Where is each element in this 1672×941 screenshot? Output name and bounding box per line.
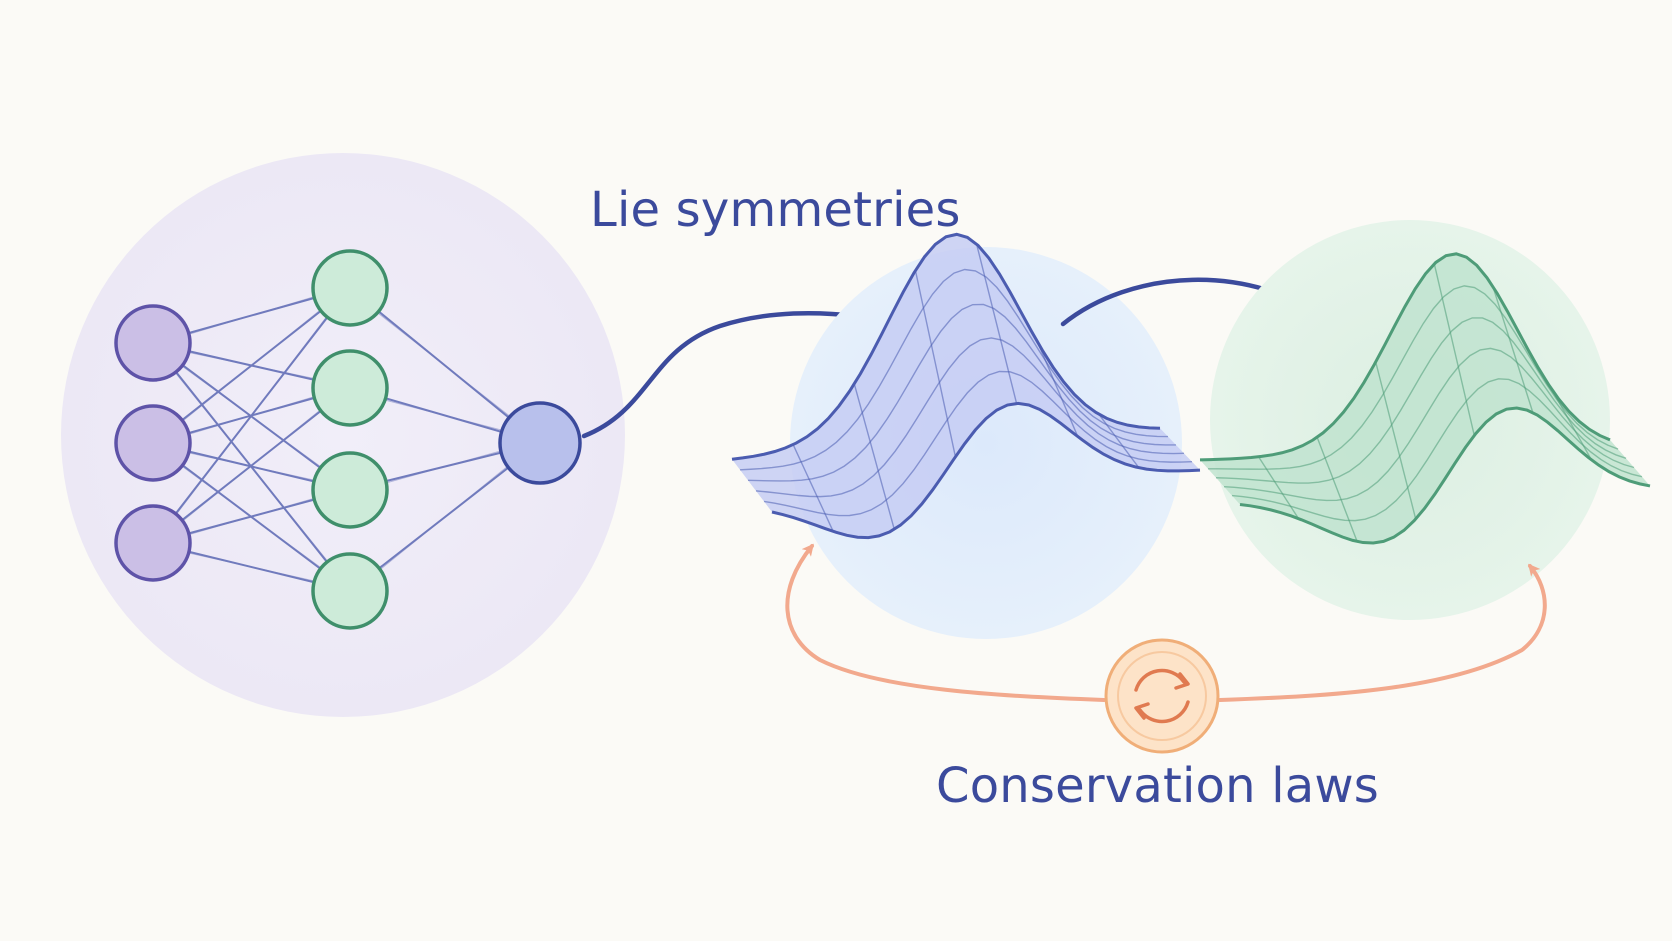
wave-surface-icon [731,232,1201,639]
hidden-node [311,349,389,427]
network-nodes [114,249,582,630]
hidden-node [311,552,389,630]
input-node [114,404,192,482]
surface-grid-line [1231,378,1643,522]
surface-grid-line [1223,347,1635,502]
hidden-node [311,249,389,327]
cycle-arrowhead-top [1174,672,1190,690]
conservation-loop [785,543,1547,754]
arrow-network-to-surface [581,309,861,439]
surface-grid-line [914,270,957,457]
lie-symmetries-label: Lie symmetries [590,182,961,238]
surface-grid-line [1215,317,1627,484]
network-edge [152,285,351,546]
loop-arrow-right [1218,563,1547,702]
output-node [498,401,582,485]
surface-grid-line [1207,285,1619,470]
surface-grid-line [755,337,1185,498]
network-edge [152,287,351,444]
input-node [114,504,192,582]
surface-edge-bottom [771,401,1201,540]
surface-grid-line [1257,456,1300,520]
network-edge [152,385,351,546]
surface-fill [1200,253,1650,544]
cycle-arrow-bottom [1138,700,1190,724]
hidden-node [311,451,389,529]
network-edge [152,285,351,446]
conservation-laws-label: Conservation laws [936,758,1380,814]
blue-wave-surface [731,232,1201,540]
green-wave-surface [1199,252,1651,545]
surface-grid-line [1375,361,1417,520]
cycle-arrowhead-bottom [1134,702,1150,720]
surface-grid-line [739,268,1169,471]
surface-grid-line [975,243,1018,404]
surface-grid-line [792,444,834,532]
surface-edge-top [731,232,1161,461]
network-edge [152,287,351,544]
wave-surface-icon [1199,220,1651,620]
input-node [114,304,192,382]
surface-grid-line [1098,413,1140,469]
surface-edge-top [1199,252,1611,462]
surface-edge-bottom [1239,406,1651,545]
loop-arrow-left [785,543,1106,702]
surface-grid-line [1316,437,1358,542]
cycle-icon [1104,638,1220,754]
network-edge [349,290,541,441]
surface-grid-line [1037,342,1079,437]
network-background [61,153,625,717]
network-edge [152,387,351,544]
surface-grid-line [763,370,1193,517]
cycle-badge-ring [1117,651,1207,741]
neural-network-icon [61,153,625,717]
cycle-arrow-top [1134,668,1186,692]
surface-grid-line [853,383,895,530]
surface-grid-line [1492,286,1534,413]
surface-grid-line [1433,263,1475,436]
cycle-badge [1104,638,1220,754]
surface-grid-line [1550,388,1593,461]
surface-grid-line [747,303,1177,482]
